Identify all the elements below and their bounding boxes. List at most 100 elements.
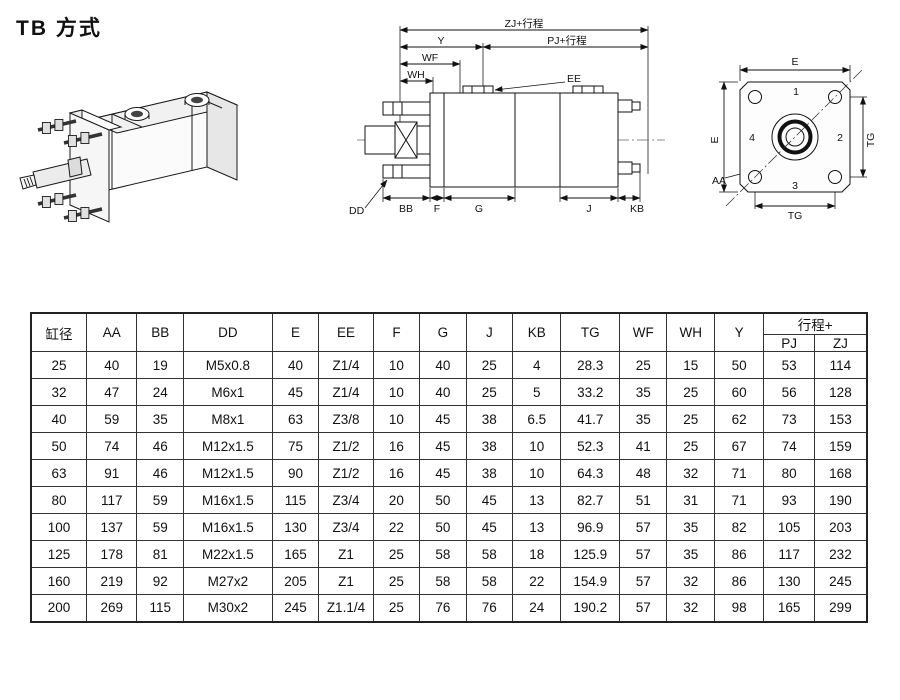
spec-cell: 165 <box>763 594 815 622</box>
spec-cell: 25 <box>465 351 514 379</box>
dim-label-dd: DD <box>349 205 365 217</box>
bore-cell: 25 <box>30 351 88 379</box>
spec-cell: 40 <box>419 351 467 379</box>
table-header: 缸径 AA BB DD E EE F G J KB TG WF WH Y 行程+… <box>30 312 868 352</box>
col-header-kb: KB <box>512 312 562 352</box>
spec-cell: 57 <box>619 540 668 568</box>
spec-cell: 45 <box>465 513 514 541</box>
tie-rod-hole <box>748 90 762 104</box>
spec-cell: 73 <box>763 405 815 433</box>
spec-cell: 92 <box>136 567 184 595</box>
spec-cell: 80 <box>763 459 815 487</box>
spec-cell: 50 <box>419 486 467 514</box>
spec-cell: 76 <box>465 594 514 622</box>
spec-cell: 154.9 <box>560 567 621 595</box>
spec-cell: 41 <box>619 432 668 460</box>
spec-cell: 153 <box>813 405 868 433</box>
spec-cell: 178 <box>86 540 138 568</box>
bore-cell: 160 <box>30 567 88 595</box>
spec-cell: 25 <box>372 540 421 568</box>
spec-cell: M6x1 <box>182 378 273 406</box>
spec-cell: 45 <box>271 378 320 406</box>
spec-cell: 115 <box>271 486 320 514</box>
bore-cell: 32 <box>30 378 88 406</box>
spec-cell: 35 <box>619 378 668 406</box>
spec-cell: 45 <box>419 405 467 433</box>
spec-cell: 32 <box>666 567 715 595</box>
spec-cell: M12x1.5 <box>182 432 273 460</box>
spec-cell: Z1/2 <box>318 432 374 460</box>
spec-cell: 18 <box>512 540 562 568</box>
port-boss-front <box>124 107 150 121</box>
spec-cell: 56 <box>763 378 815 406</box>
piston-rod-3d <box>19 156 92 190</box>
spec-cell: 90 <box>271 459 320 487</box>
port-boss-front-side <box>462 85 494 94</box>
col-header-zj: ZJ <box>813 334 868 352</box>
spec-cell: 245 <box>271 594 320 622</box>
spec-cell: 46 <box>136 459 184 487</box>
spec-cell: 57 <box>619 513 668 541</box>
spec-cell: 71 <box>713 486 765 514</box>
spec-cell: M30x2 <box>182 594 273 622</box>
spec-cell: 35 <box>619 405 668 433</box>
dim-label-y: Y <box>437 35 444 47</box>
spec-cell: M16x1.5 <box>182 486 273 514</box>
dim-label-wh: WH <box>407 69 425 81</box>
spec-cell: 25 <box>619 351 668 379</box>
spec-cell: 128 <box>813 378 868 406</box>
col-header-tg: TG <box>560 312 621 352</box>
spec-cell: 58 <box>465 567 514 595</box>
spec-cell: 59 <box>136 513 184 541</box>
spec-cell: 5 <box>512 378 562 406</box>
page-title: TB 方式 <box>16 17 102 40</box>
spec-cell: 117 <box>763 540 815 568</box>
spec-cell: 165 <box>271 540 320 568</box>
spec-cell: 35 <box>666 513 715 541</box>
spec-cell: 50 <box>713 351 765 379</box>
dim-label-j: J <box>586 203 591 215</box>
bore-cell: 200 <box>30 594 88 622</box>
tie-rod-hole <box>828 170 842 184</box>
dim-label-tg-right: TG <box>865 133 877 148</box>
spec-cell: 82.7 <box>560 486 621 514</box>
spec-cell: 52.3 <box>560 432 621 460</box>
spec-cell: 51 <box>619 486 668 514</box>
spec-cell: 137 <box>86 513 138 541</box>
spec-cell: 168 <box>813 459 868 487</box>
spec-cell: 53 <box>763 351 815 379</box>
spec-cell: 81 <box>136 540 184 568</box>
col-header-pj: PJ <box>763 334 815 352</box>
spec-cell: 67 <box>713 432 765 460</box>
port-boss-rear-side <box>572 85 604 94</box>
spec-cell: 25 <box>372 594 421 622</box>
diagonal-centerline <box>725 67 865 207</box>
spec-cell: 62 <box>713 405 765 433</box>
col-header-bore: 缸径 <box>30 312 88 352</box>
spec-cell: 82 <box>713 513 765 541</box>
spec-cell: 98 <box>713 594 765 622</box>
spec-cell: 10 <box>512 459 562 487</box>
spec-cell: Z3/4 <box>318 513 374 541</box>
spec-cell: 91 <box>86 459 138 487</box>
col-header-aa: AA <box>86 312 138 352</box>
dim-label-aa: AA <box>712 175 726 187</box>
front-flange-side <box>429 92 445 188</box>
spec-cell: 74 <box>86 432 138 460</box>
spec-cell: 50 <box>419 513 467 541</box>
spec-cell: Z1/4 <box>318 351 374 379</box>
spec-cell: 86 <box>713 540 765 568</box>
spec-cell: 125.9 <box>560 540 621 568</box>
port-boss-rear <box>184 93 210 107</box>
spec-cell: 32 <box>666 594 715 622</box>
rear-tie-rod-nuts <box>617 99 641 175</box>
cylinder-tube-side <box>443 92 619 188</box>
spec-cell: 10 <box>372 405 421 433</box>
spec-cell: 31 <box>666 486 715 514</box>
dim-label-e-top: E <box>791 56 798 68</box>
spec-cell: Z1.1/4 <box>318 594 374 622</box>
col-header-stroke-group: 行程+ <box>763 312 868 335</box>
